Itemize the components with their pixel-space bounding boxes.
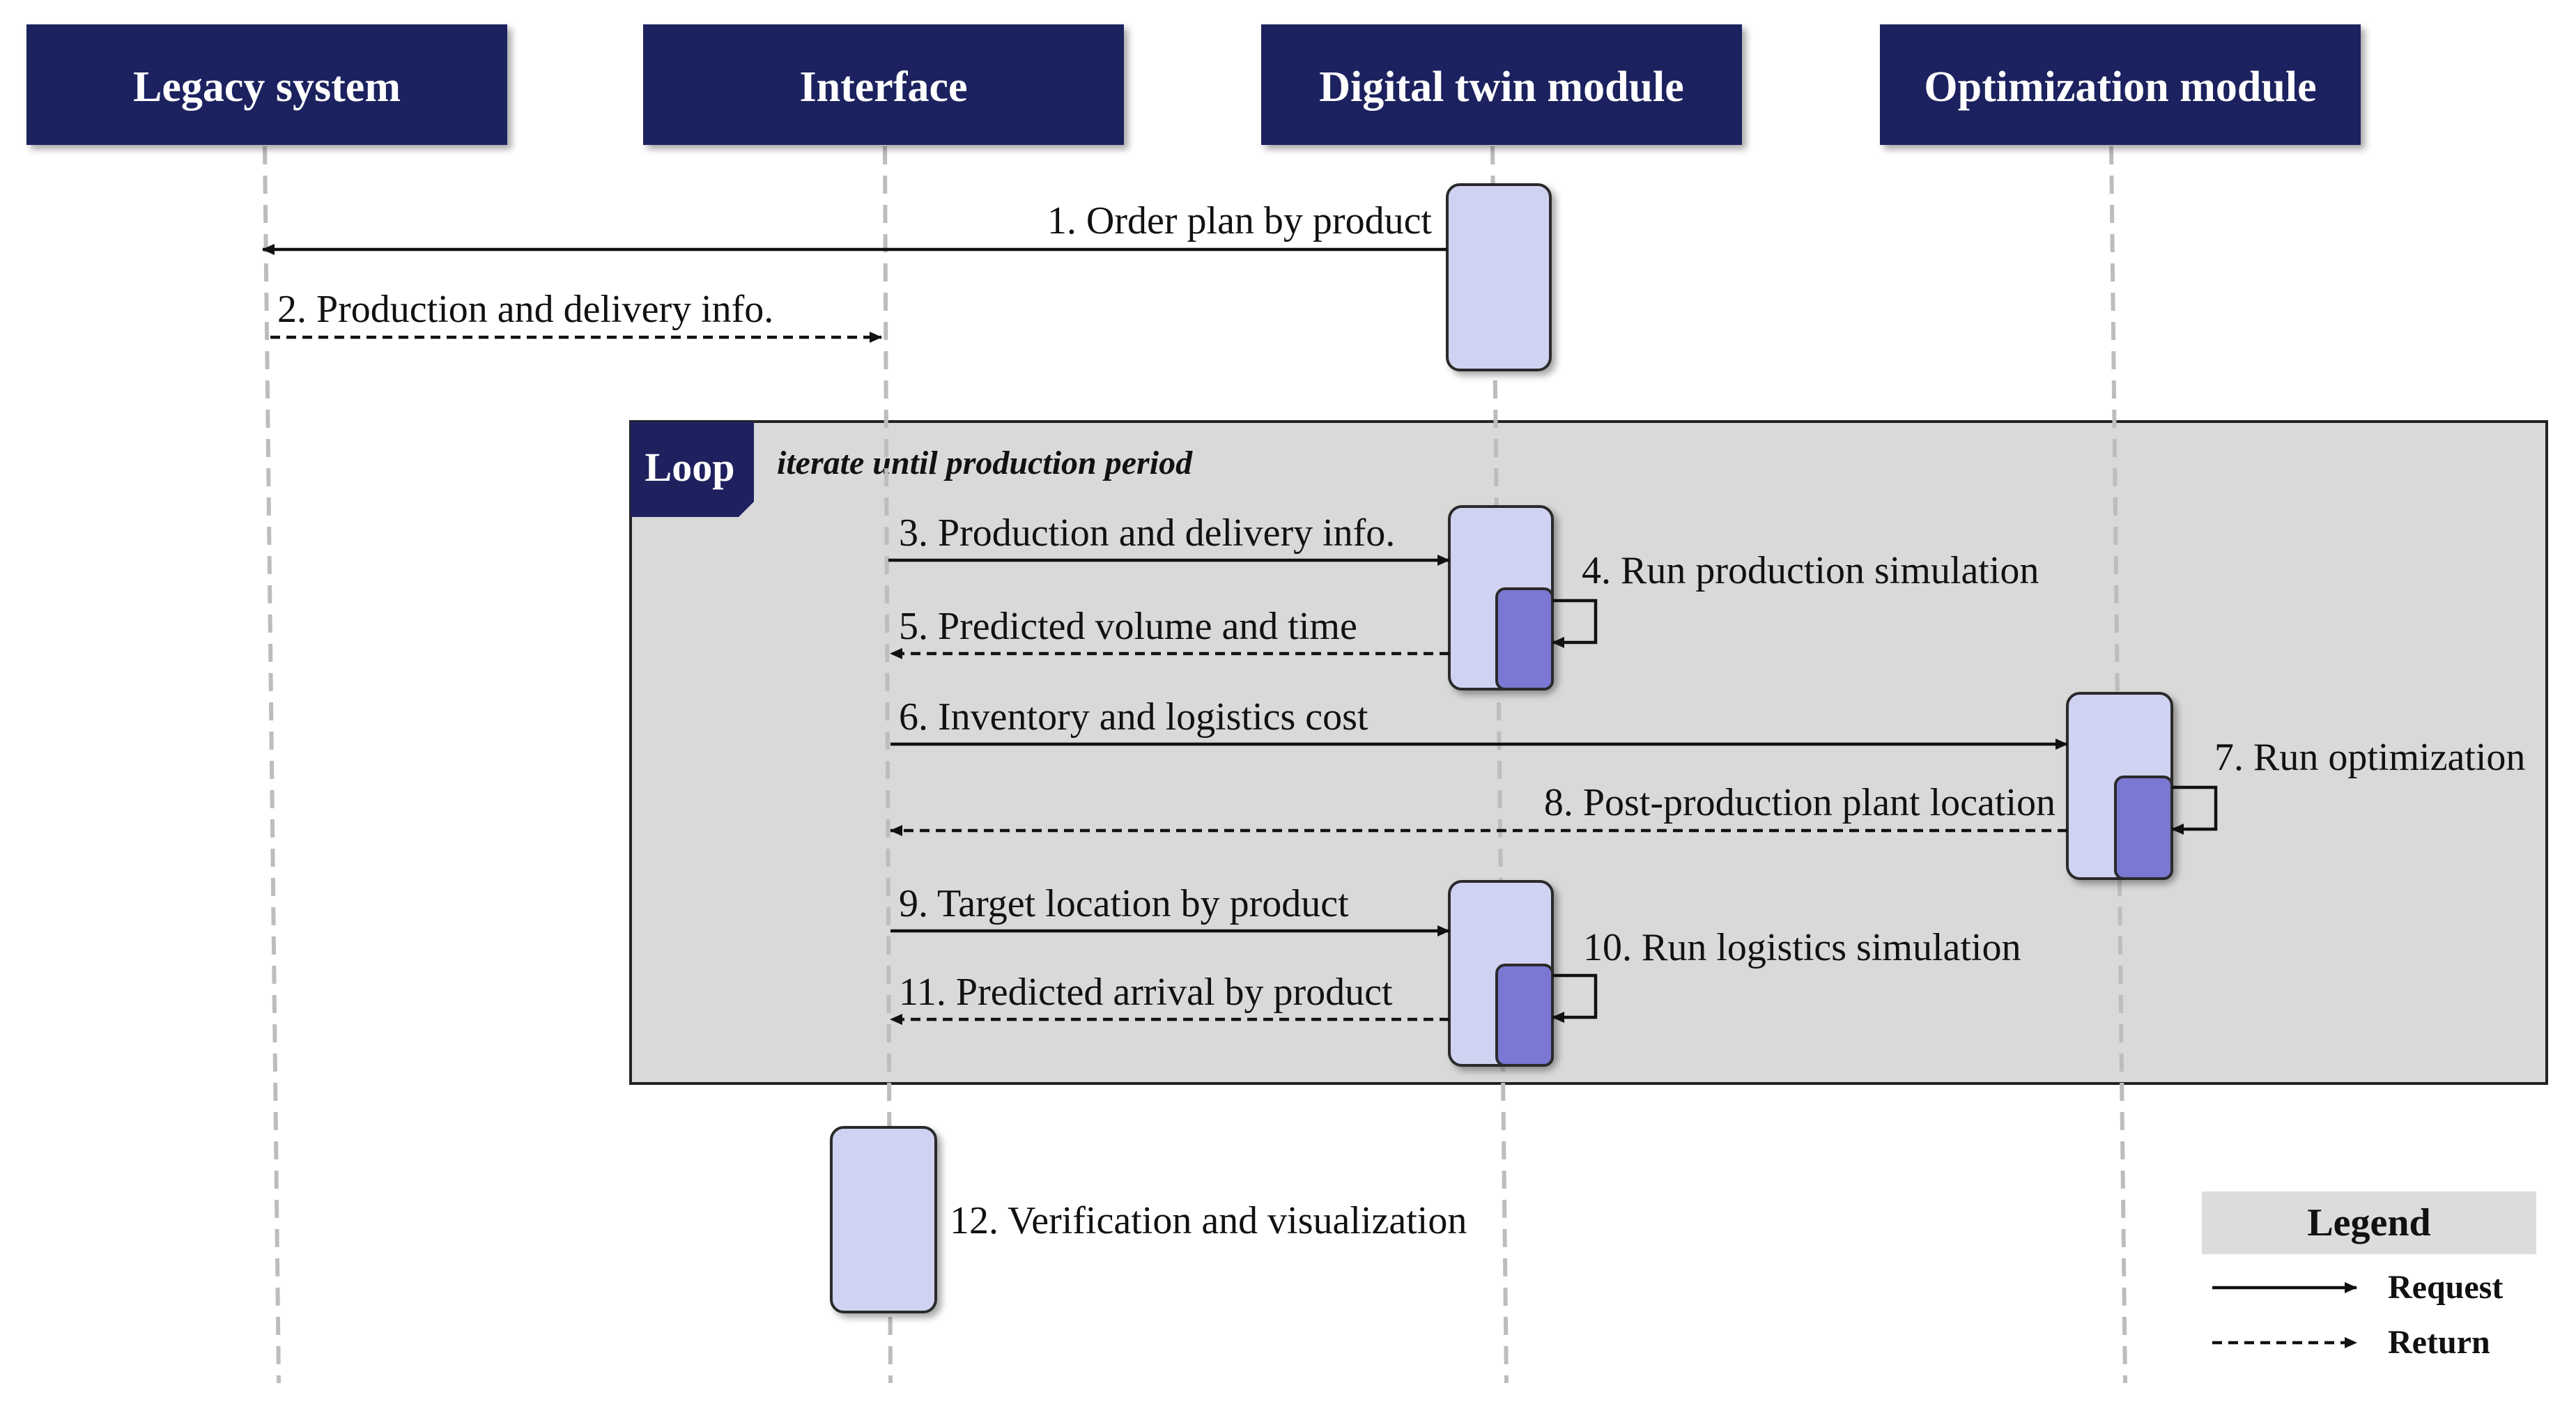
message-6-label: 6. Inventory and logistics cost <box>899 695 1368 739</box>
activation-digital-twin-3-nested <box>1495 964 1554 1067</box>
message-7-self-arrow <box>2171 785 2218 835</box>
message-10-self-arrow <box>1552 973 1598 1023</box>
message-4-label: 4. Run production simulation <box>1582 549 2039 592</box>
loop-tag-box <box>631 422 754 517</box>
activations <box>830 183 2173 1313</box>
participant-label: Legacy system <box>133 63 401 111</box>
participant-headers: Legacy system Interface Digital twin mod… <box>26 24 2361 145</box>
activation-digital-twin-2-nested <box>1495 587 1554 691</box>
loop-frame: Loop iterate until production period <box>629 420 2548 1085</box>
legend: Legend Request Return <box>2202 1191 2536 1361</box>
message-11-label: 11. Predicted arrival by product <box>899 971 1393 1014</box>
participant-label: Optimization module <box>1924 63 2316 111</box>
legend-return-label: Return <box>2388 1324 2490 1361</box>
participant-legacy-system: Legacy system <box>26 24 507 145</box>
loop-frame-box <box>629 420 2548 1085</box>
participant-label: Digital twin module <box>1319 63 1684 111</box>
message-4-self-arrow <box>1552 599 1598 648</box>
activation-digital-twin-1 <box>1446 183 1552 371</box>
lifeline-legacy-system <box>263 146 281 1384</box>
participant-box <box>1880 24 2361 145</box>
message-3-label: 3. Production and delivery info. <box>899 511 1395 555</box>
participant-box <box>643 24 1124 145</box>
message-2-label: 2. Production and delivery info. <box>277 288 773 331</box>
message-12-label: 12. Verification and visualization <box>950 1199 1467 1242</box>
message-8-label: 8. Post-production plant location <box>1544 781 2056 824</box>
loop-condition: iterate until production period <box>777 445 1193 481</box>
participant-interface: Interface <box>643 24 1124 145</box>
legend-request-label: Request <box>2388 1269 2503 1306</box>
message-7-label: 7. Run optimization <box>2214 736 2525 779</box>
participant-box <box>26 24 507 145</box>
message-10-label: 10. Run logistics simulation <box>1583 926 2021 969</box>
message-9-label: 9. Target location by product <box>899 882 1349 925</box>
message-5-label: 5. Predicted volume and time <box>899 605 1357 648</box>
participant-box <box>1261 24 1742 145</box>
participant-optimization: Optimization module <box>1880 24 2361 145</box>
legend-title-box <box>2202 1191 2536 1254</box>
activation-optimization-nested <box>2114 776 2173 880</box>
participant-label: Interface <box>800 63 968 111</box>
legend-title: Legend <box>2307 1201 2430 1244</box>
activation-interface <box>830 1126 937 1313</box>
messages: 1. Order plan by product 2. Production a… <box>262 199 2525 1242</box>
loop-tag-label: Loop <box>645 445 735 490</box>
message-1-label: 1. Order plan by product <box>1047 199 1433 242</box>
participant-digital-twin: Digital twin module <box>1261 24 1742 145</box>
